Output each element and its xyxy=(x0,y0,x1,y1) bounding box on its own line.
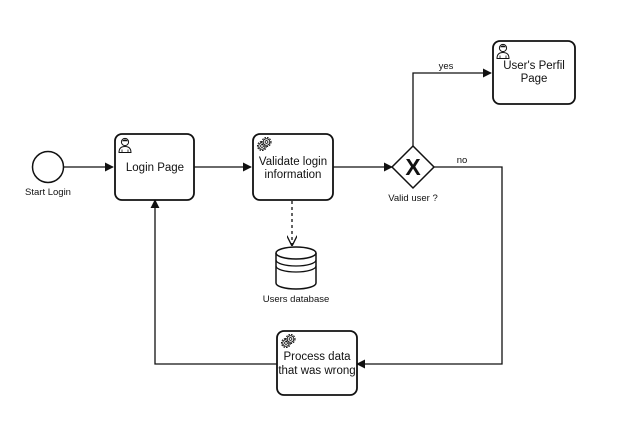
flow-gateway-yes[interactable] xyxy=(412,68,492,146)
gateway-x-icon: X xyxy=(405,154,421,180)
task-process-label-1: Process data xyxy=(283,351,351,363)
start-event-label: Start Login xyxy=(25,187,71,198)
datastore-users[interactable] xyxy=(275,246,317,290)
task-login-page[interactable]: Login Page xyxy=(114,133,195,201)
flow-gateway-no[interactable] xyxy=(356,166,503,369)
task-login-page-label: Login Page xyxy=(126,162,184,174)
task-validate-label-1: Validate login xyxy=(259,156,327,168)
gateway-label: Valid user ? xyxy=(388,193,437,204)
task-process-data[interactable]: Process data that was wrong xyxy=(276,330,358,396)
flow-label-no: no xyxy=(457,155,468,166)
exclusive-gateway[interactable]: X xyxy=(390,144,436,190)
datastore-label: Users database xyxy=(263,294,330,305)
task-profile-label-1: User's Perfil xyxy=(503,60,565,72)
task-validate-login[interactable]: Validate login information xyxy=(252,133,334,201)
task-profile-label-2: Page xyxy=(521,73,548,85)
start-event[interactable] xyxy=(31,150,65,184)
flow-process-to-login[interactable] xyxy=(150,199,277,365)
task-validate-label-2: information xyxy=(265,169,322,181)
task-process-label-2: that was wrong xyxy=(278,365,355,377)
flow-label-yes: yes xyxy=(439,61,454,72)
task-user-profile[interactable]: User's Perfil Page xyxy=(492,40,576,105)
